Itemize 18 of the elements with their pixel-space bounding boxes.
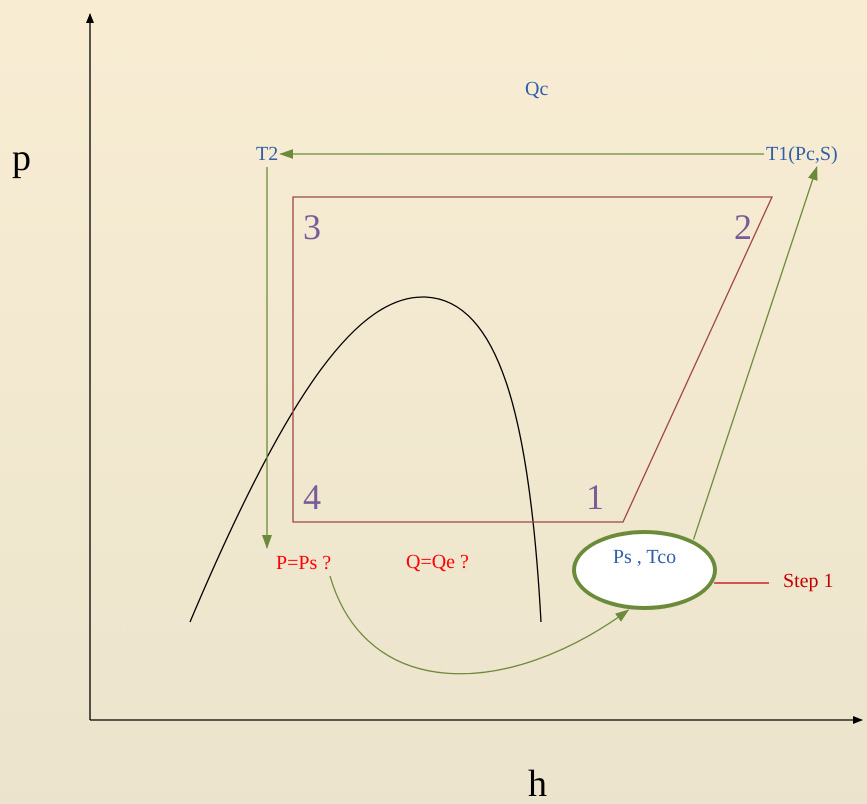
- state-number: 4: [303, 478, 321, 518]
- node-text: T2: [256, 143, 278, 165]
- axis-label: h: [528, 764, 547, 804]
- arrow: [262, 167, 272, 549]
- question-text: Q=Qe ?: [406, 551, 469, 573]
- state-number: 3: [303, 208, 321, 248]
- connector-line: [714, 582, 769, 584]
- arrow: [279, 149, 764, 159]
- state-number: 1: [586, 478, 604, 518]
- node-text: Step 1: [783, 570, 834, 592]
- node-text: Ps , Tco: [612, 546, 676, 570]
- heat-label: Qc: [525, 78, 548, 100]
- state-number: 2: [734, 208, 752, 248]
- axis-label: p: [12, 138, 31, 180]
- node-text: P=Ps ?: [276, 552, 332, 574]
- arrow: [329, 576, 630, 674]
- arrow: [692, 166, 818, 540]
- node-text: T1(Pc,S): [766, 143, 838, 165]
